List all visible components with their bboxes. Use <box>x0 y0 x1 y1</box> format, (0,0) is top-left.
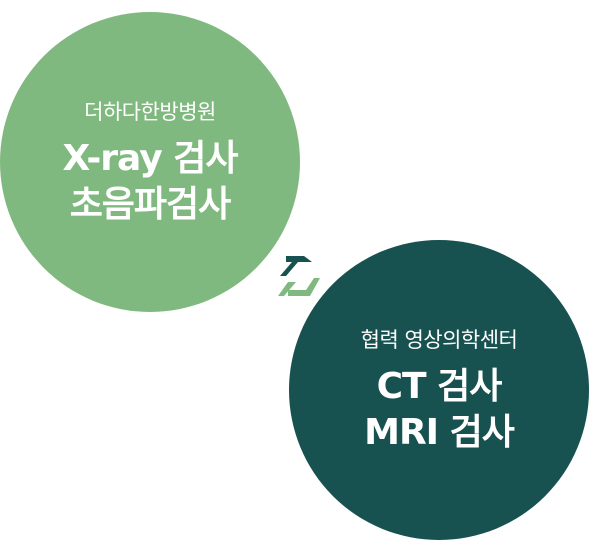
left-circle-line-2: 초음파검사 <box>69 184 232 225</box>
left-circle-line-1: X-ray 검사 <box>62 138 239 179</box>
exchange-arrows-icon <box>278 256 320 296</box>
right-circle-line-1: CT 검사 <box>376 366 503 407</box>
right-circle-imaging-center: 협력 영상의학센터 CT 검사 MRI 검사 <box>289 240 589 540</box>
right-circle-subtitle: 협력 영상의학센터 <box>360 328 518 352</box>
left-circle-hospital: 더하다한방병원 X-ray 검사 초음파검사 <box>0 12 300 312</box>
right-circle-line-2: MRI 검사 <box>364 412 515 453</box>
left-circle-subtitle: 더하다한방병원 <box>84 100 216 124</box>
arrow-lower-icon <box>278 278 320 296</box>
arrow-upper-icon <box>280 256 312 276</box>
